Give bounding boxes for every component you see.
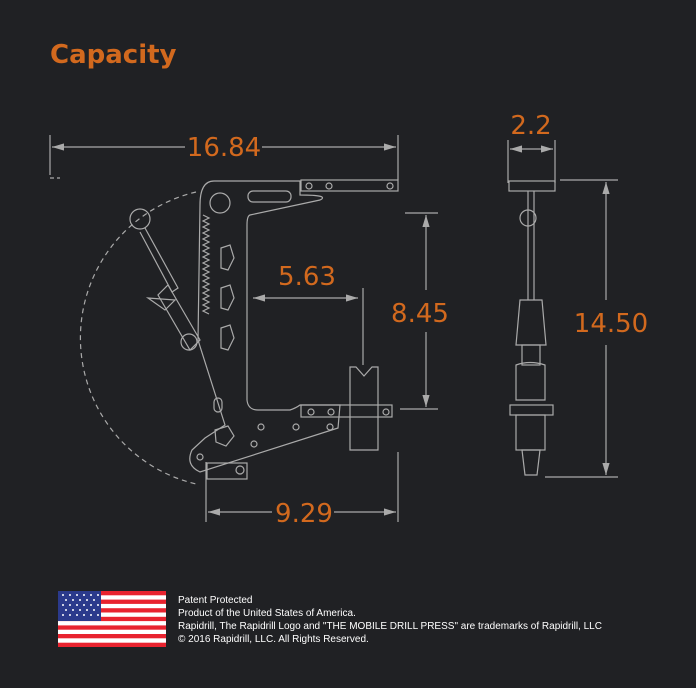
dim-overall-height: 14.50 — [574, 309, 648, 339]
dim-line-overall-length — [49, 135, 399, 180]
footer-line: Rapidrill, The Rapidrill Logo and "THE M… — [178, 621, 602, 632]
footer-line: Patent Protected — [178, 595, 253, 606]
dim-throat-height: 8.45 — [391, 299, 449, 329]
dim-base-length: 9.29 — [275, 499, 333, 529]
page-title: Capacity — [50, 40, 177, 70]
dim-line-throat-depth — [253, 288, 364, 365]
dim-overall-length: 16.84 — [187, 133, 261, 163]
dim-throat-depth: 5.63 — [278, 262, 336, 292]
footer-legal-text: Patent Protected Product of the United S… — [178, 594, 602, 646]
footer-line: Product of the United States of America. — [178, 608, 356, 619]
footer-line: © 2016 Rapidrill, LLC. All Rights Reserv… — [178, 634, 369, 645]
dim-width: 2.2 — [510, 111, 551, 141]
us-flag-icon — [58, 591, 166, 647]
dim-line-throat-height — [400, 212, 438, 410]
handle-swing-arc — [79, 191, 197, 485]
dim-line-overall-height — [545, 179, 618, 478]
dim-line-base-length — [205, 452, 399, 522]
drill-press-side-view — [129, 179, 399, 480]
dim-line-width — [507, 140, 556, 183]
drill-press-front-view — [508, 180, 556, 476]
